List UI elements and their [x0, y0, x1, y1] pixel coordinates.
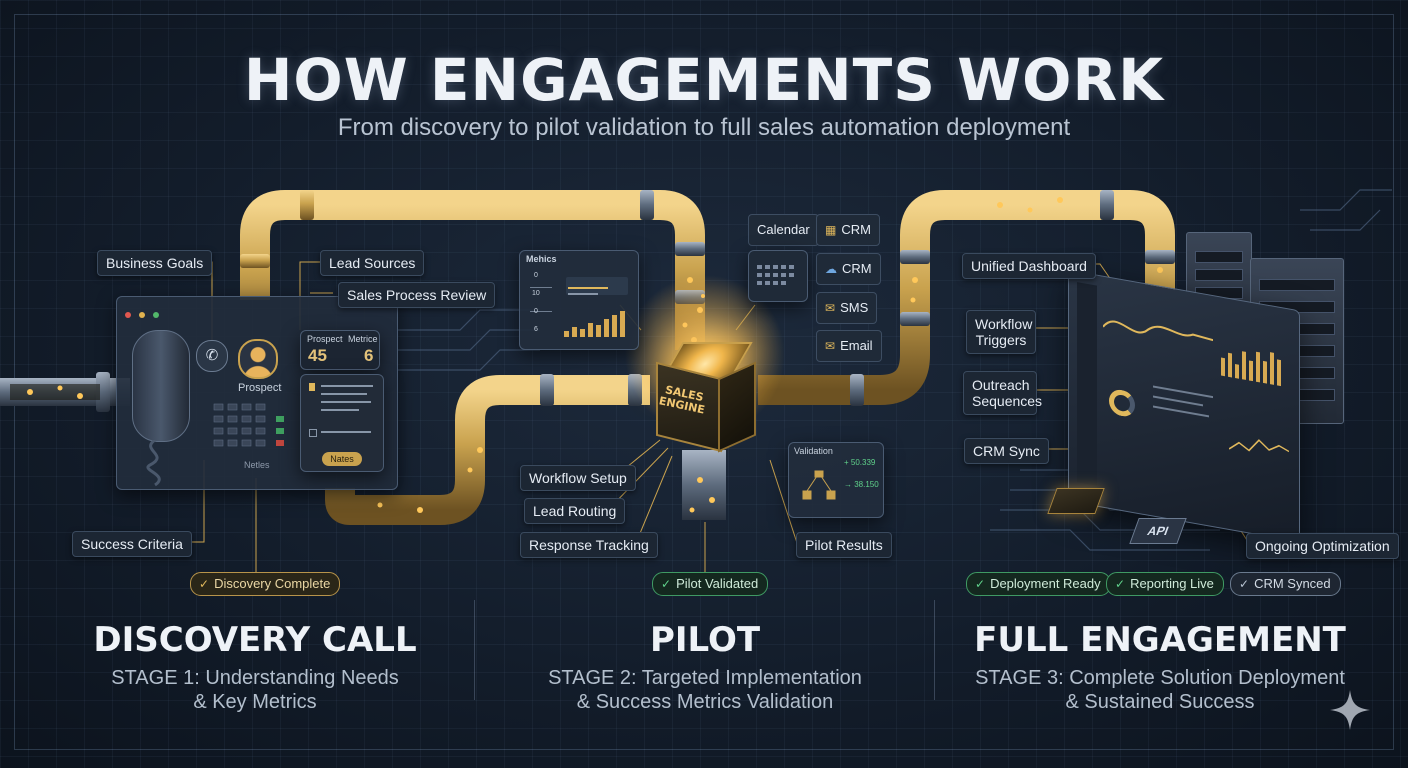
phone-icon	[132, 330, 190, 442]
stage3-title: FULL ENGAGEMENT	[974, 620, 1346, 660]
check-icon: ✓	[975, 577, 986, 591]
email-chip[interactable]: ✉Email	[816, 330, 882, 362]
stage3-description-line1: STAGE 3: Complete Solution Deployment	[975, 667, 1345, 689]
page-subtitle: From discovery to pilot validation to fu…	[337, 114, 1071, 141]
discovery-complete-badge: ✓Discovery Complete	[190, 572, 341, 596]
lead-sources-label: Lead Sources	[320, 250, 425, 276]
stage2-description-line2: & Success Metrics Validation	[576, 691, 834, 713]
call-icon: ✆	[196, 340, 228, 372]
success-criteria-label: Success Criteria	[72, 531, 192, 557]
deployment-ready-badge: ✓Deployment Ready	[966, 572, 1111, 596]
stage1-title: DISCOVERY CALL	[93, 620, 417, 660]
reporting-live-badge: ✓Reporting Live	[1106, 572, 1224, 596]
notes-button[interactable]: Nates	[322, 452, 362, 466]
metrics-row4-value: 6	[534, 326, 538, 333]
pilot-validated-badge: ✓Pilot Validated	[652, 572, 769, 596]
avatar-icon	[238, 339, 278, 379]
calendar-grid-icon: ▦	[825, 223, 837, 237]
unified-dashboard-label: Unified Dashboard	[962, 253, 1096, 279]
crm-synced-badge: ✓CRM Synced	[1230, 572, 1341, 596]
prospect-header: Prospect	[307, 334, 343, 344]
check-icon: ✓	[661, 577, 672, 591]
email-icon: ✉	[825, 339, 836, 353]
check-icon: ✓	[199, 577, 210, 591]
keypad	[212, 402, 292, 452]
keypad-label: Netles	[244, 460, 270, 470]
validation-value-1: + 50.339	[844, 458, 876, 467]
prospect-metrics-card	[300, 330, 380, 370]
workflow-triggers-label: Workflow Triggers	[966, 310, 1036, 354]
pilot-results-label: Pilot Results	[796, 532, 892, 558]
lead-routing-label: Lead Routing	[524, 498, 626, 524]
window-controls	[125, 303, 160, 322]
calendar-icon	[748, 250, 808, 302]
check-icon: ✓	[1239, 577, 1250, 591]
metrics-value: 6	[364, 346, 374, 365]
sms-chip[interactable]: ✉SMS	[816, 292, 878, 324]
metrics-header: Metrice	[348, 334, 378, 344]
sparkle-icon	[1330, 690, 1370, 730]
stage1-description-line2: & Key Metrics	[193, 691, 317, 713]
sms-icon: ✉	[825, 301, 836, 315]
outreach-sequences-label: Outreach Sequences	[963, 371, 1042, 415]
stage-divider-1	[474, 600, 475, 700]
metrics-panel	[519, 250, 639, 350]
crm-chip-1[interactable]: ▦CRM	[816, 214, 880, 246]
stage2-title: PILOT	[649, 620, 761, 660]
validation-title: Validation	[794, 446, 833, 456]
workflow-setup-label: Workflow Setup	[520, 465, 636, 491]
crm-sync-label: CRM Sync	[964, 438, 1049, 464]
phone-cord	[146, 440, 161, 487]
prospect-value: 45	[308, 346, 327, 365]
check-icon: ✓	[1115, 577, 1126, 591]
calendar-chip[interactable]: Calendar	[748, 214, 819, 246]
metrics-row1-value: 0	[534, 272, 538, 279]
stage-divider-2	[934, 600, 935, 700]
ongoing-optimization-label: Ongoing Optimization	[1246, 533, 1399, 559]
stage3-description-line2: & Sustained Success	[1065, 691, 1255, 713]
stage2-description-line1: STAGE 2: Targeted Implementation	[548, 667, 862, 689]
prospect-name: Prospect	[238, 382, 282, 394]
api-chip: API	[1129, 518, 1187, 544]
response-tracking-label: Response Tracking	[520, 532, 658, 558]
metrics-row2-value: 10	[532, 290, 540, 297]
crm-chip-2[interactable]: ☁CRM	[816, 253, 881, 285]
business-goals-label: Business Goals	[97, 250, 213, 276]
metrics-panel-title: Mehics	[526, 254, 557, 264]
stage1-description-line1: STAGE 1: Understanding Needs	[111, 667, 399, 689]
unified-dashboard-screen	[1068, 269, 1300, 543]
validation-value-2: → 38.150	[844, 480, 879, 489]
validation-panel	[788, 442, 884, 518]
metrics-row3-value: 0	[534, 308, 538, 315]
processor-chip-icon	[1047, 488, 1105, 514]
crm-icon: ☁	[825, 262, 837, 276]
page-title: HOW ENGAGEMENTS WORK	[243, 46, 1165, 114]
sales-process-review-label: Sales Process Review	[338, 282, 496, 308]
